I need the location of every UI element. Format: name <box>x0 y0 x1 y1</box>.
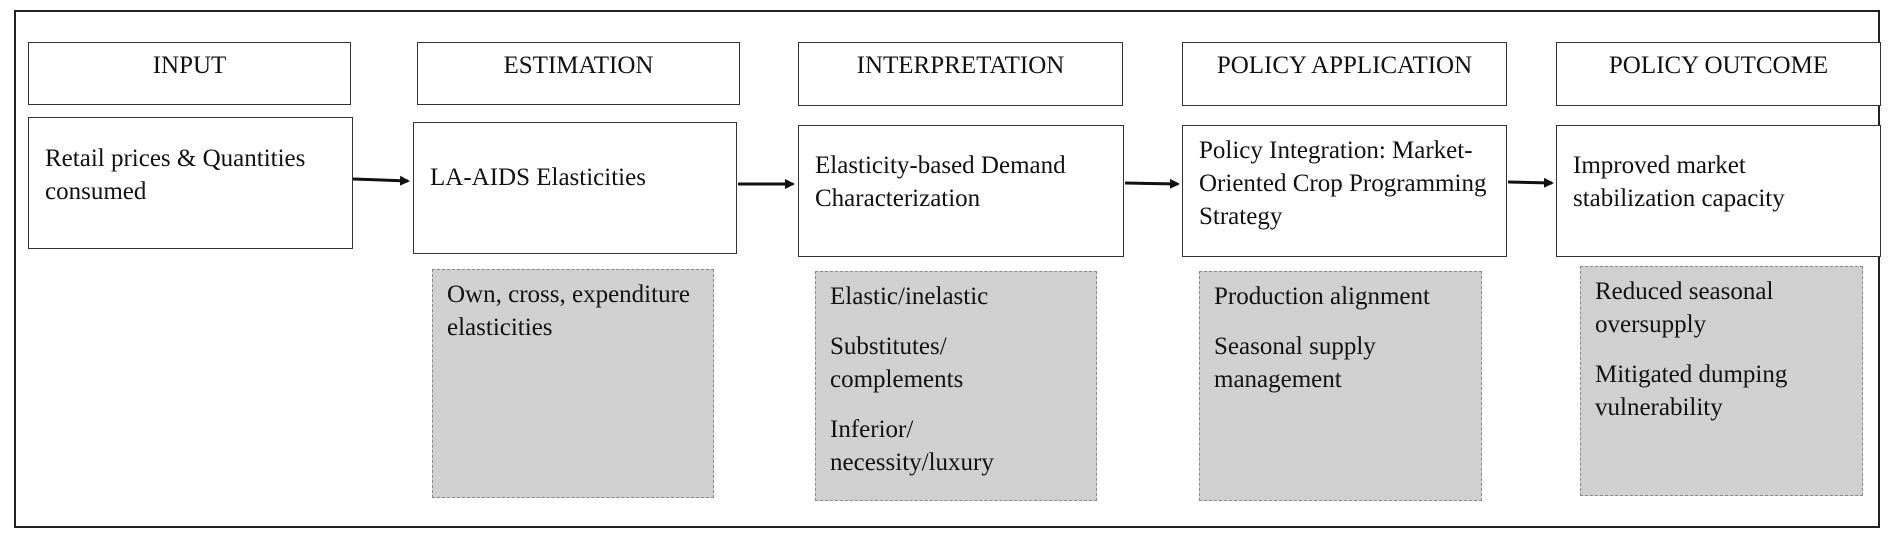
detail-policy-application-item-2: Seasonal supply management <box>1214 333 1376 393</box>
header-policy-application: POLICY APPLICATION <box>1182 42 1507 106</box>
detail-interpretation-item-1: Elastic/inelastic <box>830 283 989 310</box>
box-policy-application: Policy Integration: Market-Oriented Crop… <box>1182 125 1507 257</box>
box-estimation-text: LA-AIDS Elasticities <box>430 163 646 191</box>
diagram-frame <box>14 10 1880 528</box>
box-estimation: LA-AIDS Elasticities <box>413 122 737 254</box>
detail-policy-outcome-item-2: Mitigated dumping vulnerability <box>1595 361 1788 421</box>
detail-policy-application: Production alignment Seasonal supply man… <box>1199 271 1482 501</box>
header-estimation: ESTIMATION <box>417 42 740 105</box>
header-interpretation-label: INTERPRETATION <box>856 52 1065 79</box>
box-policy-application-text: Policy Integration: Market-Oriented Crop… <box>1199 137 1487 230</box>
arrow-input-to-estimation <box>352 175 410 186</box>
header-interpretation: INTERPRETATION <box>798 42 1123 106</box>
header-input-label: INPUT <box>152 52 227 79</box>
arrow-interpretation-to-policy-application <box>1124 178 1180 189</box>
arrow-policy-application-to-outcome <box>1507 177 1554 188</box>
header-policy-application-label: POLICY APPLICATION <box>1216 52 1473 79</box>
box-interpretation-text: Elasticity-based Demand Characterization <box>815 152 1066 212</box>
box-interpretation: Elasticity-based Demand Characterization <box>798 125 1124 257</box>
header-input: INPUT <box>28 42 351 105</box>
box-policy-outcome-text: Improved market stabilization capacity <box>1573 152 1785 212</box>
detail-policy-outcome: Reduced seasonal oversupply Mitigated du… <box>1580 266 1863 496</box>
box-input: Retail prices & Quantities consumed <box>28 117 353 249</box>
detail-interpretation-item-2: Substitutes/ complements <box>830 333 964 393</box>
box-policy-outcome: Improved market stabilization capacity <box>1556 125 1881 257</box>
header-policy-outcome-label: POLICY OUTCOME <box>1608 52 1829 79</box>
detail-estimation-item-1: Own, cross, expenditure elasticities <box>447 281 690 341</box>
header-estimation-label: ESTIMATION <box>503 52 654 79</box>
detail-policy-application-item-1: Production alignment <box>1214 283 1430 310</box>
detail-interpretation-item-3: Inferior/ necessity/luxury <box>830 416 994 476</box>
detail-interpretation: Elastic/inelastic Substitutes/ complemen… <box>815 271 1097 501</box>
header-policy-outcome: POLICY OUTCOME <box>1556 42 1881 106</box>
detail-policy-outcome-item-1: Reduced seasonal oversupply <box>1595 278 1774 338</box>
detail-estimation: Own, cross, expenditure elasticities <box>432 269 714 498</box>
box-input-text: Retail prices & Quantities consumed <box>45 145 306 205</box>
